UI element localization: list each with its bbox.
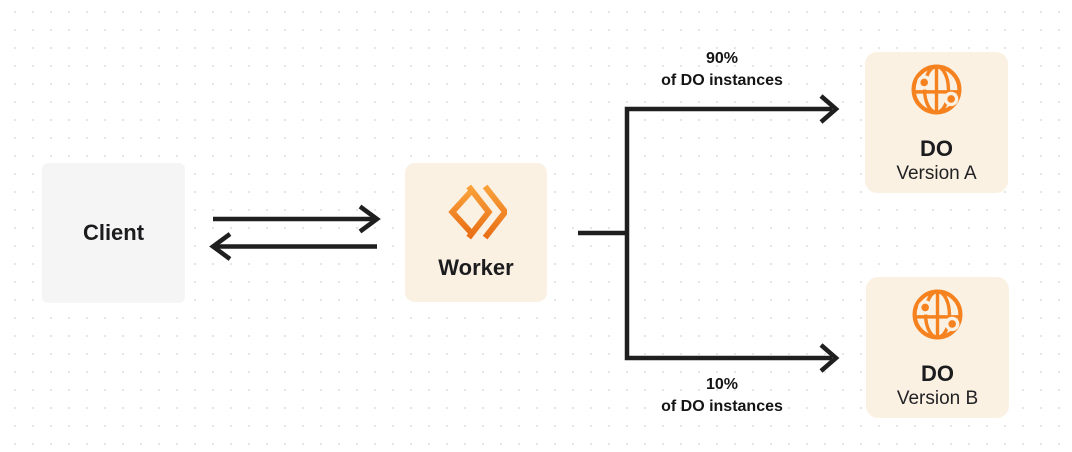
- do-a-percentage-value: 90%: [705, 50, 739, 67]
- durable-object-globe-icon: [911, 64, 962, 115]
- do-version-a-node: DO Version A: [865, 52, 1008, 193]
- do-b-percentage-caption: of DO instances: [661, 398, 783, 415]
- worker-to-client-arrowhead-icon: [209, 232, 232, 261]
- do-a-title: DO: [920, 136, 953, 161]
- worker-node: Worker: [405, 163, 547, 302]
- do-a-arrowhead-icon: [819, 94, 840, 124]
- client-to-worker-arrowhead-icon: [358, 204, 381, 234]
- do-b-subtitle: Version B: [896, 388, 979, 409]
- do-b-percentage-value: 10%: [705, 376, 739, 393]
- do-b-percentage-label: 10% of DO instances: [612, 374, 832, 418]
- do-a-subtitle: Version A: [896, 163, 977, 184]
- branch-connector: [624, 106, 832, 361]
- do-b-title: DO: [921, 361, 954, 386]
- client-label: Client: [82, 220, 145, 245]
- do-version-b-node: DO Version B: [866, 277, 1009, 418]
- durable-object-globe-icon: [912, 289, 963, 340]
- do-b-arrowhead-icon: [819, 343, 840, 373]
- do-a-percentage-label: 90% of DO instances: [612, 48, 832, 92]
- do-a-percentage-caption: of DO instances: [661, 72, 783, 89]
- client-node: Client: [42, 163, 185, 303]
- workers-icon: [448, 184, 507, 240]
- worker-label: Worker: [438, 255, 514, 280]
